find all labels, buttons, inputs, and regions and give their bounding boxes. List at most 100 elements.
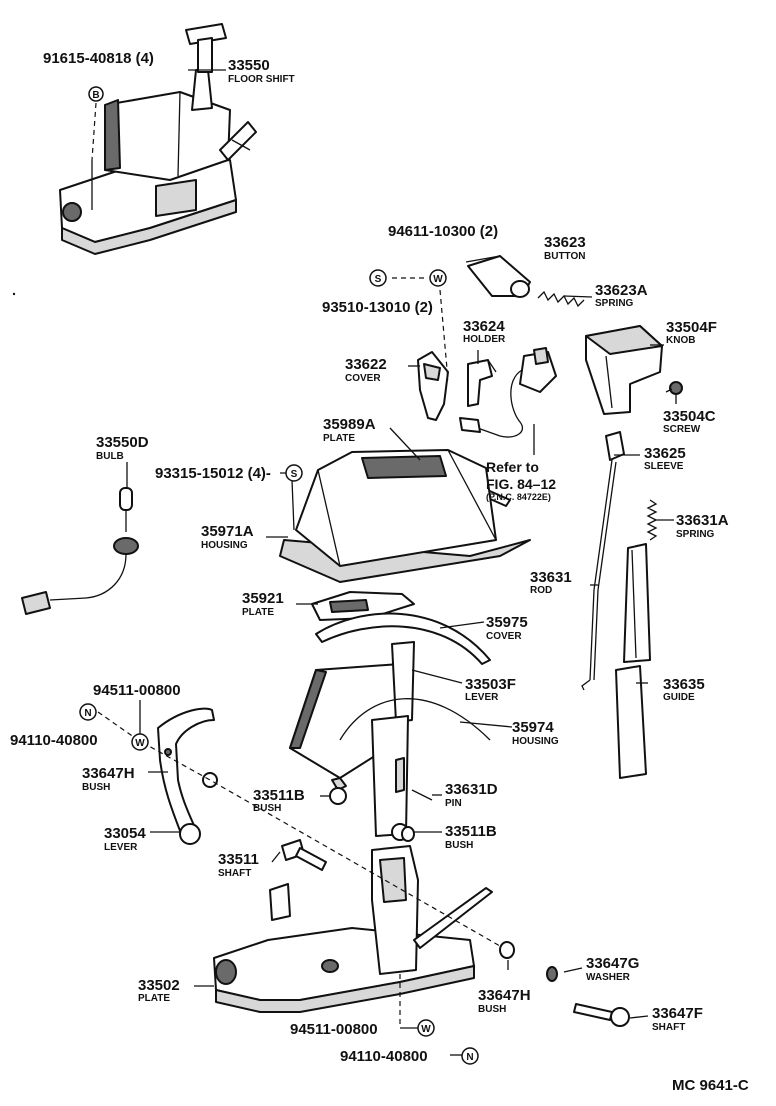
symbol-s-icon: S — [369, 269, 387, 287]
stray-dot — [12, 292, 16, 296]
svg-text:33631D: 33631D — [445, 781, 498, 798]
svg-text:LEVER: LEVER — [104, 842, 138, 853]
button-drawing — [467, 255, 531, 298]
svg-text:35975: 35975 — [486, 614, 528, 631]
symbol-b-icon: B — [88, 86, 104, 102]
callout-91615-40818: 91615-40818 (4) — [43, 50, 154, 67]
cover-drawing — [417, 351, 449, 421]
callout-35974: 35974 HOUSING — [512, 719, 559, 747]
svg-text:35974: 35974 — [512, 719, 554, 736]
symbol-n-icon: N — [79, 703, 97, 721]
leader-lines — [91, 69, 677, 1056]
svg-text:33504C: 33504C — [663, 408, 716, 425]
svg-text:FLOOR SHIFT: FLOOR SHIFT — [228, 74, 295, 85]
svg-text:(P.N.C. 84722E): (P.N.C. 84722E) — [486, 492, 551, 502]
reference-note: Refer to FIG. 84–12 (P.N.C. 84722E) — [486, 459, 556, 502]
bush-drawings — [329, 787, 415, 842]
callout-35921: 35921 PLATE — [242, 590, 284, 618]
callout-33623: 33623 BUTTON — [544, 234, 586, 262]
callout-93315-15012: 93315-15012 (4)- — [155, 465, 271, 482]
symbol-w-icon: W — [131, 733, 149, 751]
callout-33511: 33511 SHAFT — [218, 851, 259, 879]
svg-text:B: B — [92, 90, 99, 101]
svg-text:35989A: 35989A — [323, 416, 376, 433]
svg-text:33647F: 33647F — [652, 1005, 703, 1022]
svg-text:LEVER: LEVER — [465, 692, 499, 703]
callout-33647g: 33647G WASHER — [586, 955, 639, 983]
washer-drawing — [546, 966, 558, 982]
svg-text:94110-40800: 94110-40800 — [340, 1048, 428, 1065]
svg-text:GUIDE: GUIDE — [663, 692, 695, 703]
callout-33504c: 33504C SCREW — [663, 408, 716, 435]
svg-text:91615-40818 (4): 91615-40818 (4) — [43, 50, 154, 67]
svg-text:33511B: 33511B — [253, 787, 305, 804]
svg-text:33622: 33622 — [345, 356, 387, 373]
svg-text:33511: 33511 — [218, 851, 259, 868]
svg-text:33631: 33631 — [530, 569, 572, 586]
svg-text:W: W — [135, 738, 145, 749]
shaft-33511-drawing — [281, 839, 327, 871]
svg-text:PLATE: PLATE — [323, 433, 355, 444]
svg-text:94110-40800: 94110-40800 — [10, 732, 98, 749]
svg-text:33502: 33502 — [138, 977, 180, 994]
svg-text:BUSH: BUSH — [253, 803, 281, 814]
svg-text:93510-13010 (2): 93510-13010 (2) — [322, 299, 433, 316]
holder-drawing — [467, 359, 497, 407]
shaft-33647f-drawing — [573, 1003, 630, 1027]
svg-text:N: N — [466, 1052, 473, 1063]
symbol-w-icon: W — [417, 1019, 435, 1037]
callout-33511b-left: 33511B BUSH — [253, 787, 305, 814]
callout-33635: 33635 GUIDE — [663, 676, 705, 703]
callout-94110-40800-upper: 94110-40800 — [10, 732, 98, 749]
svg-text:KNOB: KNOB — [666, 335, 695, 346]
svg-text:SPRING: SPRING — [595, 298, 634, 309]
base-plate-drawing — [213, 845, 493, 1013]
svg-text:WASHER: WASHER — [586, 972, 631, 983]
svg-text:ROD: ROD — [530, 585, 552, 596]
svg-text:BULB: BULB — [96, 451, 124, 462]
cover-35975-drawing — [315, 612, 491, 665]
svg-text:33511B: 33511B — [445, 823, 497, 840]
callout-35989a: 35989A PLATE — [323, 416, 376, 444]
sleeve-drawing — [605, 431, 625, 461]
svg-text:FIG. 84–12: FIG. 84–12 — [486, 476, 556, 492]
figure-code: MC 9641-C — [672, 1077, 749, 1094]
svg-text:33550: 33550 — [228, 57, 270, 74]
svg-text:33550D: 33550D — [96, 434, 149, 451]
callout-33550: 33550 FLOOR SHIFT — [228, 57, 295, 85]
svg-text:33647H: 33647H — [478, 987, 531, 1004]
callout-33623a: 33623A SPRING — [595, 282, 648, 309]
svg-text:SHAFT: SHAFT — [652, 1022, 685, 1033]
svg-text:COVER: COVER — [345, 373, 381, 384]
callout-33054: 33054 LEVER — [104, 825, 146, 853]
callout-94611-10300: 94611-10300 (2) — [388, 223, 498, 240]
callout-33647h-left: 33647H BUSH — [82, 765, 135, 793]
lever-33054-drawing — [157, 707, 215, 845]
rod-drawing — [581, 459, 617, 691]
svg-text:W: W — [433, 274, 443, 285]
svg-text:33647H: 33647H — [82, 765, 135, 782]
svg-text:PLATE: PLATE — [242, 607, 274, 618]
bush-33647h-left-drawing — [202, 772, 218, 788]
svg-text:PLATE: PLATE — [138, 993, 170, 1004]
callout-33631a: 33631A SPRING — [676, 512, 729, 540]
svg-text:94511-00800: 94511-00800 — [93, 682, 181, 699]
svg-text:SPRING: SPRING — [676, 529, 715, 540]
svg-text:SCREW: SCREW — [663, 424, 701, 435]
callout-94511-00800-lower: 94511-00800 — [290, 1021, 378, 1038]
svg-text:HOUSING: HOUSING — [201, 540, 248, 551]
svg-text:Refer to: Refer to — [486, 459, 539, 475]
callout-33504f: 33504F KNOB — [666, 319, 717, 346]
svg-text:33625: 33625 — [644, 445, 686, 462]
svg-text:94511-00800: 94511-00800 — [290, 1021, 378, 1038]
svg-text:93315-15012 (4)-: 93315-15012 (4)- — [155, 465, 271, 482]
svg-text:33631A: 33631A — [676, 512, 729, 529]
callout-33502: 33502 PLATE — [138, 977, 180, 1004]
svg-text:SLEEVE: SLEEVE — [644, 461, 684, 472]
knob-drawing — [585, 325, 663, 415]
svg-text:33054: 33054 — [104, 825, 146, 842]
callout-94511-00800-upper: 94511-00800 — [93, 682, 181, 699]
callout-33631d: 33631D PIN — [445, 781, 498, 809]
bush-33647h-right-drawing — [499, 941, 515, 959]
